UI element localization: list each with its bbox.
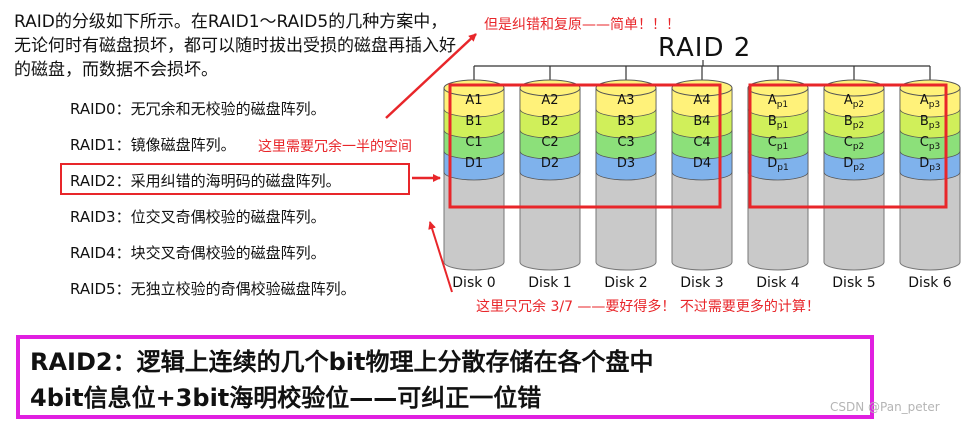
block-label: B2 <box>541 114 558 129</box>
raid4-text: RAID4：块交叉奇偶校验的磁盘阵列。 <box>70 244 326 262</box>
parity-disks-highlight <box>748 83 948 209</box>
block-label: A3 <box>617 93 634 108</box>
block-label: A2 <box>541 93 558 108</box>
block-label: D3 <box>617 156 635 171</box>
disk-label: Disk 1 <box>528 275 571 291</box>
summary-line2: 4bit信息位+3bit海明校验位——可纠正一位错 <box>30 384 542 412</box>
block-label: C2 <box>541 135 558 150</box>
data-disks-highlight <box>448 83 722 209</box>
disk-label: Disk 4 <box>756 275 800 291</box>
disk-top <box>747 79 809 97</box>
raid1-text: RAID1：镜像磁盘阵列。 <box>70 136 236 154</box>
disk-label: Disk 6 <box>908 275 952 291</box>
disk-label: Disk 3 <box>680 275 723 291</box>
block-label: B3 <box>617 114 634 129</box>
block-label: D2 <box>541 156 559 171</box>
raid2-text: RAID2：采用纠错的海明码的磁盘阵列。 <box>70 172 341 190</box>
top-arrow <box>385 33 477 119</box>
summary-box <box>16 335 874 419</box>
block-label: A1 <box>465 93 482 108</box>
watermark: CSDN @Pan_peter <box>830 400 940 414</box>
annotation-bottom: 这里只冗余 3/7 ——要好得多！ 不过需要更多的计算！ <box>476 299 820 315</box>
raid2-highlight-box <box>60 163 410 195</box>
raid2-title: RAID 2 <box>658 33 752 63</box>
block-label: C4 <box>693 135 710 150</box>
block-label: B1 <box>465 114 482 129</box>
block-label: C3 <box>617 135 634 150</box>
raid3-text: RAID3：位交叉奇偶校验的磁盘阵列。 <box>70 208 326 226</box>
raid5-text: RAID5：无独立校验的奇偶校验磁盘阵列。 <box>70 280 356 298</box>
intro-paragraph: RAID的分级如下所示。在RAID1～RAID5的几种方案中，无论何时有磁盘损坏… <box>14 12 456 80</box>
block-label: D1 <box>465 156 483 171</box>
disk-top <box>899 79 961 97</box>
block-label: A4 <box>693 93 710 108</box>
annotation-raid1: 这里需要冗余一半的空间 <box>258 139 412 155</box>
summary-line1: RAID2：逻辑上连续的几个bit物理上分散存储在各个盘中 <box>30 348 654 376</box>
raid0-text: RAID0：无冗余和无校验的磁盘阵列。 <box>70 100 326 118</box>
disk-label: Disk 0 <box>452 275 495 291</box>
raid-controller-tree <box>473 60 931 80</box>
block-label: B4 <box>693 114 710 129</box>
block-label: D4 <box>693 156 711 171</box>
disk-top <box>823 79 885 97</box>
disk-label: Disk 2 <box>604 275 647 291</box>
overlay-annotations <box>385 33 948 293</box>
disk-label: Disk 5 <box>832 275 875 291</box>
bottom-arrow <box>428 221 453 293</box>
block-label: C1 <box>465 135 482 150</box>
annotation-top: 但是纠错和复原——简单！！！ <box>484 17 680 33</box>
